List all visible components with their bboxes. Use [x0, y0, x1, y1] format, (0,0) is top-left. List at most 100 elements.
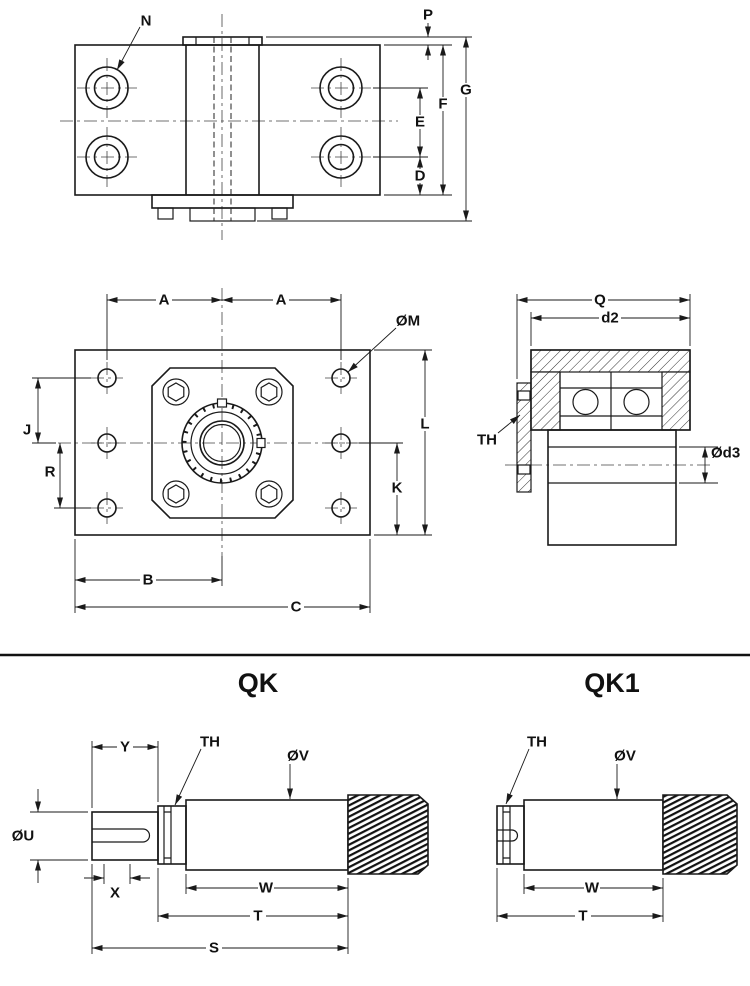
- hole: [85, 66, 129, 110]
- qk-dimensions: Y TH ØV ØU X W T S: [12, 734, 349, 957]
- label-bg: [140, 573, 156, 587]
- label-a-left: A: [159, 292, 170, 309]
- label-g: G: [460, 82, 472, 99]
- label-dia-u-qk: ØU: [12, 828, 35, 845]
- top-view-counterbore-holes: [85, 66, 363, 179]
- qk1-title: QK1: [584, 668, 640, 698]
- top-view-bottom-tab-right: [271, 207, 288, 220]
- label-e: E: [415, 114, 425, 131]
- top-view-bottom-boss: [151, 194, 294, 209]
- leader-th: [174, 748, 202, 806]
- top-view-housing-edges: [185, 45, 260, 195]
- label-bg: [584, 881, 600, 895]
- label-th-section: TH: [477, 432, 497, 449]
- label-k: K: [392, 480, 403, 497]
- front-view: A A ØM J R L K B C: [23, 288, 433, 616]
- section-dimensions: Q d2 TH Ød3: [477, 292, 740, 484]
- label-c: C: [291, 599, 302, 616]
- label-b: B: [143, 572, 154, 589]
- mounting-hole: [331, 368, 351, 388]
- front-view-flange-bolts: [162, 378, 283, 508]
- mounting-hole: [97, 498, 117, 518]
- mounting-hole: [331, 498, 351, 518]
- hole: [319, 66, 363, 110]
- qk1-shaft-body: [523, 799, 664, 871]
- label-bg: [156, 293, 172, 307]
- front-view-centerlines: [58, 288, 388, 556]
- label-d2: d2: [601, 310, 619, 327]
- label-a-right: A: [276, 292, 287, 309]
- mounting-hole: [331, 433, 351, 453]
- bolt-hex-socket: [260, 382, 278, 402]
- label-th-qk1: TH: [527, 734, 547, 751]
- front-view-mounting-holes: [97, 368, 351, 518]
- qk1-dimensions: TH ØV W T: [496, 734, 664, 925]
- bolt-head: [255, 480, 283, 508]
- label-bg: [435, 97, 451, 111]
- bolt-head: [162, 378, 190, 406]
- locknut-face: [190, 411, 254, 475]
- label-dia-v-qk: ØV: [287, 748, 309, 765]
- top-view-dimensions: N P G F E D: [116, 7, 474, 222]
- label-x-qk: X: [110, 885, 120, 902]
- hole: [93, 143, 121, 171]
- label-bg: [288, 600, 304, 614]
- hole: [319, 135, 363, 179]
- leader-dia-m: [347, 327, 397, 373]
- label-p: P: [423, 7, 433, 24]
- front-view-dimensions: A A ØM J R L K B C: [23, 292, 433, 616]
- lower-block-outline: [547, 429, 677, 546]
- qk1-th-groove: [502, 806, 511, 864]
- front-view-locknut: [181, 398, 266, 484]
- top-view-hole-crosshairs: [77, 58, 371, 187]
- top-view-bottom-tab-left: [157, 207, 174, 220]
- hole: [93, 74, 121, 102]
- label-l: L: [420, 416, 429, 433]
- housing-cap-section: [530, 349, 691, 373]
- top-view-plate-ticks: [195, 37, 250, 45]
- shaft-qk1: TH ØV W T: [496, 734, 738, 925]
- label-j: J: [23, 422, 31, 439]
- hole: [327, 143, 355, 171]
- bolt-hex-socket: [260, 484, 278, 504]
- housing-left-section: [530, 371, 561, 431]
- front-view-body: [74, 349, 371, 536]
- qk-th-band: [157, 805, 187, 865]
- qk-th-groove: [163, 806, 172, 864]
- label-t-qk: T: [253, 908, 262, 925]
- label-bg: [206, 941, 222, 955]
- bore-lines: [548, 446, 676, 484]
- top-view-pilot-plate: [182, 36, 263, 46]
- extension-lines: [32, 294, 432, 613]
- leader-n: [116, 26, 141, 71]
- housing-right-section: [661, 371, 691, 431]
- leader-th: [497, 414, 521, 434]
- label-bg: [458, 83, 474, 97]
- label-bg: [412, 169, 428, 183]
- top-view-centerlines: [60, 14, 398, 240]
- qk-thread: [347, 794, 429, 875]
- label-bg: [575, 909, 591, 923]
- label-dia-m: ØM: [396, 313, 420, 330]
- top-view: N P G F E D: [60, 7, 474, 240]
- label-f: F: [438, 96, 447, 113]
- locknut-setscrew-side: [256, 437, 266, 449]
- label-th-qk: TH: [200, 734, 220, 751]
- top-view-bottom-center: [189, 207, 256, 222]
- label-bg: [417, 417, 433, 431]
- label-bg: [117, 740, 133, 754]
- bolt-head: [255, 378, 283, 406]
- label-s-qk: S: [209, 940, 219, 957]
- bolt-head: [162, 480, 190, 508]
- qk-journal: [91, 811, 159, 861]
- label-bg: [250, 909, 266, 923]
- bearing-ball-left: [572, 388, 599, 416]
- front-view-flange: [151, 367, 294, 519]
- plate-detail-bottom: [517, 464, 531, 475]
- locknut-setscrew-top: [216, 398, 228, 408]
- bearing-races: [559, 372, 662, 430]
- label-w-qk1: W: [585, 880, 600, 897]
- qk-shaft-body: [185, 799, 349, 871]
- label-y-qk: Y: [120, 739, 130, 756]
